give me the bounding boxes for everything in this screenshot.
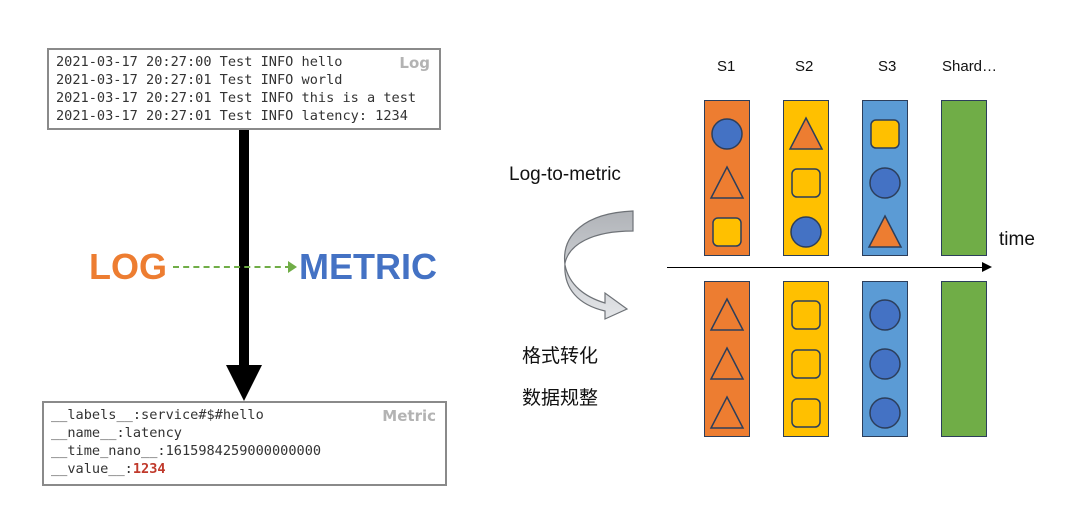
log-box-tag: Log [399,54,430,72]
conversion-arrow-head [226,365,262,401]
triangle-icon [867,214,903,248]
metric-name-line: __name__:latency [51,425,182,441]
step-format-convert-label: 格式转化 [522,345,599,367]
metric-time-line: __time_nano__:1615984259000000000 [51,443,322,459]
metric-value-key: __value__: [51,461,133,477]
triangle-icon [709,297,745,331]
log-line: 2021-03-17 20:27:01 Test INFO latency: 1… [56,108,408,124]
log-to-metric-label: Log-to-metric [509,164,621,185]
metric-box-tag: Metric [382,407,436,425]
square-icon [791,349,821,379]
shard-label-s1: S1 [717,58,736,75]
shard-bar-bottom [941,281,987,437]
time-axis-label: time [999,229,1035,250]
conversion-arrow-shaft [239,130,249,367]
log-word: LOG [89,246,167,287]
circle-icon [790,216,822,248]
log-line: 2021-03-17 20:27:01 Test INFO world [56,72,343,88]
triangle-icon [788,116,824,150]
shard-label-s2: S2 [795,58,814,75]
metric-labels-line: __labels__:service#$#hello [51,407,264,423]
square-icon [791,300,821,330]
circle-icon [869,167,901,199]
circle-icon [869,348,901,380]
triangle-icon [709,165,745,199]
step-data-normalize-label: 数据规整 [522,387,599,409]
log-line: 2021-03-17 20:27:01 Test INFO this is a … [56,90,417,106]
triangle-icon [709,395,745,429]
shard-label-s3: S3 [878,58,897,75]
dashed-arrow-line [173,266,291,268]
circle-icon [869,299,901,331]
log-sample-box: Log 2021-03-17 20:27:00 Test INFO hello … [47,48,441,130]
metric-word: METRIC [299,246,437,287]
time-axis-arrow-icon [982,262,992,272]
square-icon [791,168,821,198]
square-icon [870,119,900,149]
curved-arrow-icon [564,210,634,320]
metric-sample-box: Metric __labels__:service#$#hello __name… [42,401,447,486]
circle-icon [711,118,743,150]
square-icon [712,217,742,247]
triangle-icon [709,346,745,380]
time-axis-line [667,267,983,268]
metric-value: 1234 [132,461,166,477]
dashed-arrow-head-icon [288,261,297,273]
log-line: 2021-03-17 20:27:00 Test INFO hello [56,54,343,70]
shard-label-more: Shard… [942,58,998,75]
square-icon [791,398,821,428]
circle-icon [869,397,901,429]
metric-value-line: __value__:1234 [51,460,445,478]
shard-bar-top [941,100,987,256]
